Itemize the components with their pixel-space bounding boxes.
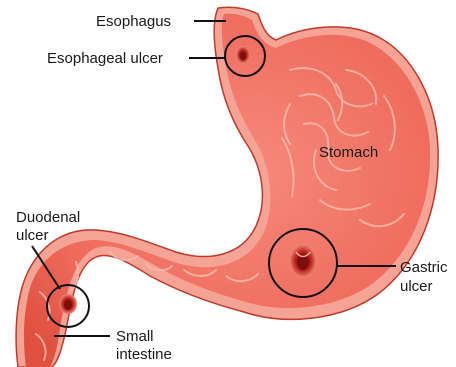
esophagus-label: Esophagus <box>96 13 171 30</box>
small-intestine-label-line1: Small <box>116 328 154 345</box>
gastric-ulcer-label-line1: Gastric <box>400 259 448 276</box>
duodenal-ulcer-spot <box>59 294 77 314</box>
small-intestine-label-line2: intestine <box>116 346 172 363</box>
esophageal-ulcer-spot <box>236 46 250 64</box>
duodenal-ulcer-label-line2: ulcer <box>16 227 49 244</box>
gastric-ulcer-label-line2: ulcer <box>400 278 433 295</box>
gastric-ulcer-spot <box>289 244 317 278</box>
duodenal-ulcer-label-line1: Duodenal <box>16 209 80 226</box>
stomach-label: Stomach <box>319 144 378 161</box>
esophageal-ulcer-label: Esophageal ulcer <box>47 50 163 67</box>
